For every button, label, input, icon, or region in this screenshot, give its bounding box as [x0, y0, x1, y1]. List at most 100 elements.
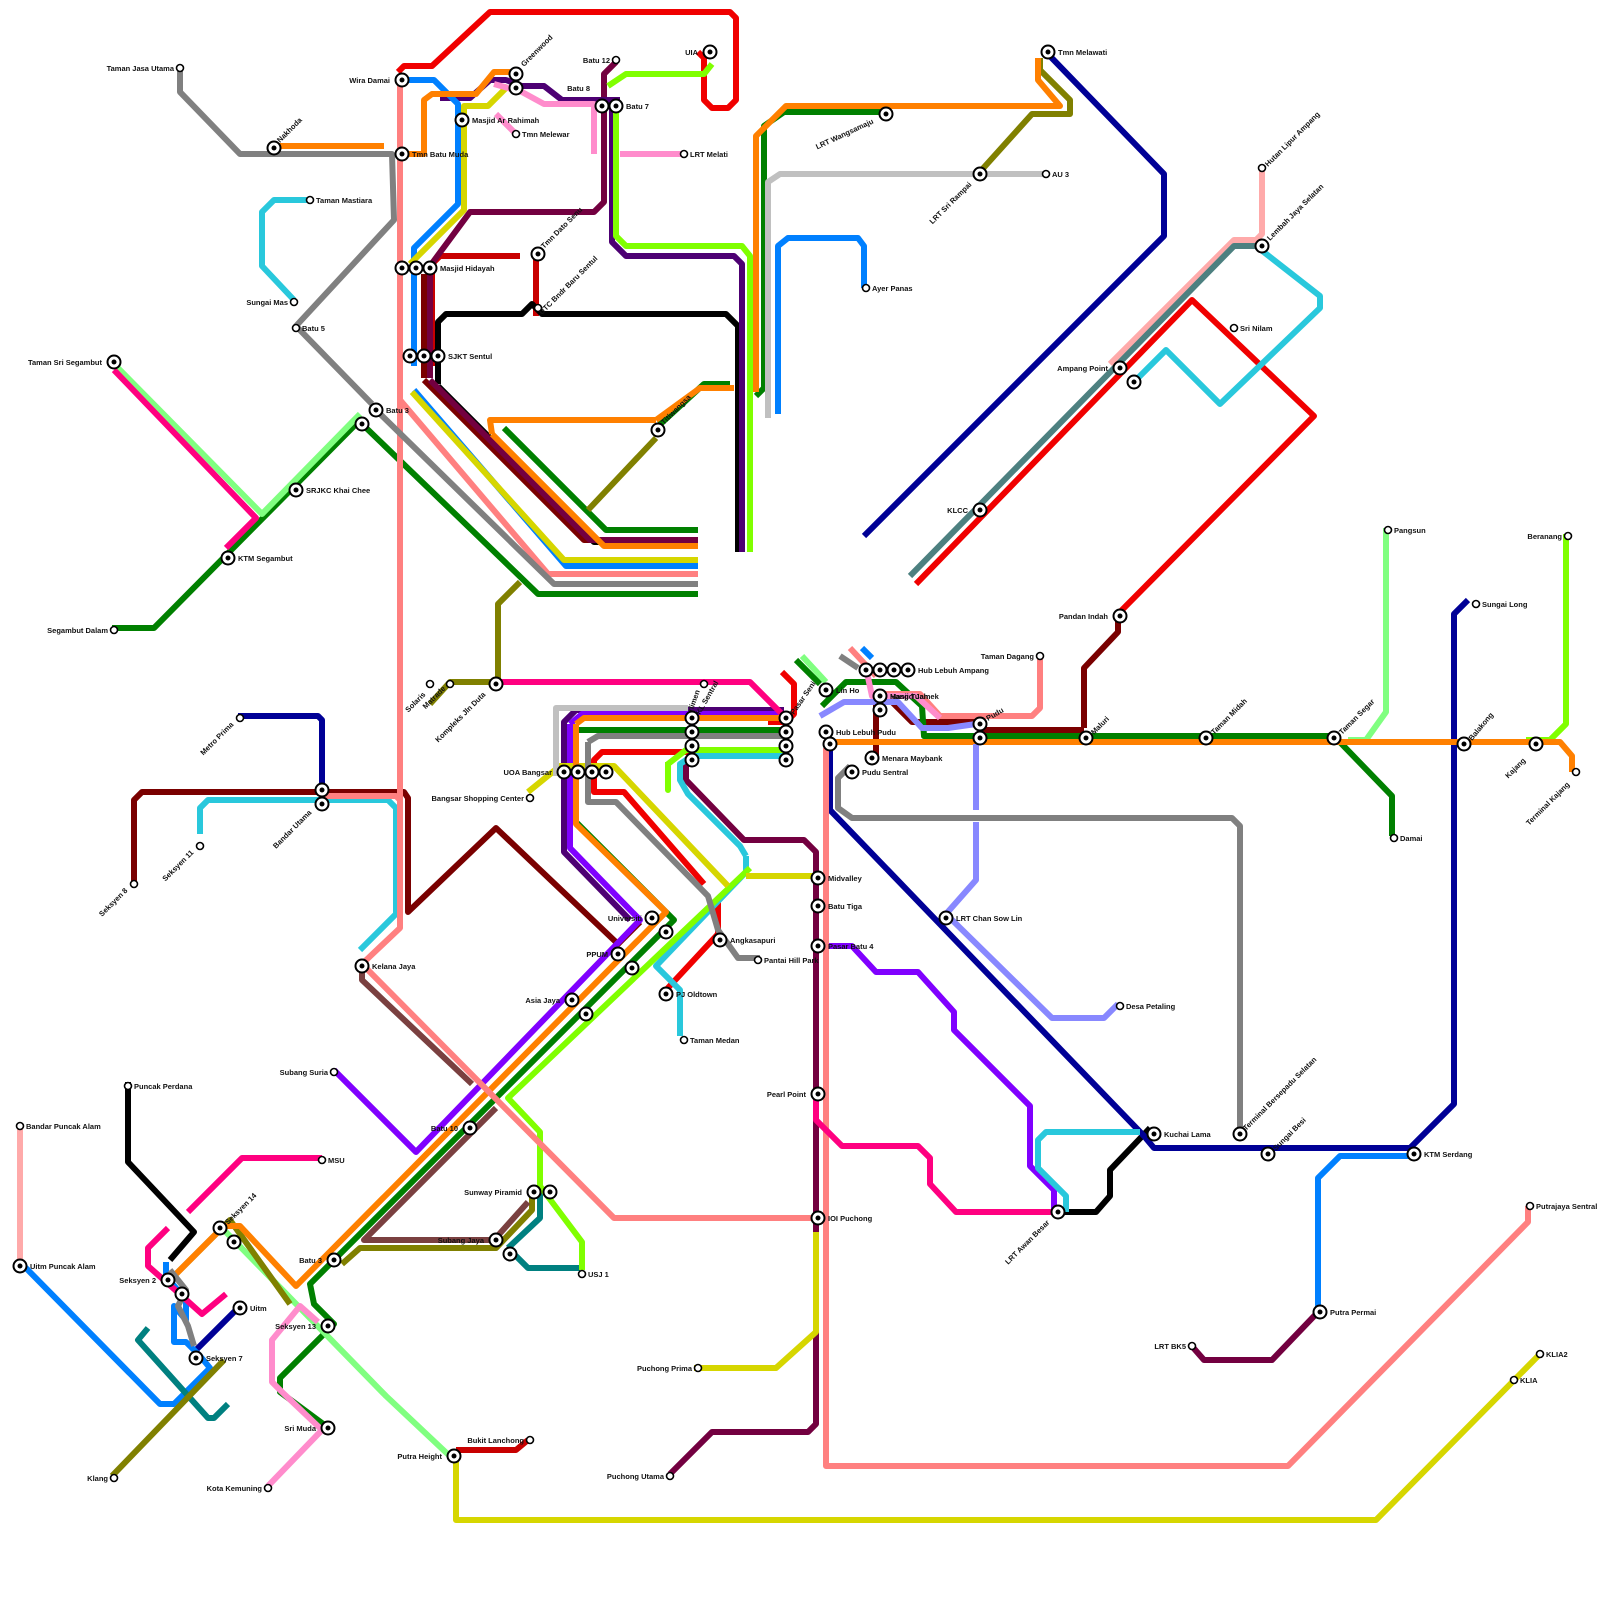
station-marker[interactable]: Ayer Panas — [863, 284, 913, 293]
terminus-marker[interactable] — [111, 1475, 118, 1482]
terminus-marker[interactable] — [307, 197, 314, 204]
station-marker[interactable]: Desa Petaling — [1117, 1002, 1176, 1011]
station-marker[interactable]: Batu 3 — [370, 404, 409, 417]
station-marker[interactable] — [544, 1186, 557, 1199]
station-marker[interactable]: Pasar Seni — [780, 680, 818, 725]
station-marker[interactable] — [780, 726, 793, 739]
terminus-marker[interactable] — [1385, 527, 1392, 534]
station-marker[interactable]: Uitm Puncak Alam — [14, 1260, 96, 1273]
station-marker[interactable]: KLIA — [1511, 1376, 1539, 1385]
station-marker[interactable]: Asia Jaya — [525, 994, 578, 1007]
terminus-marker[interactable] — [527, 795, 534, 802]
station-marker[interactable]: KTM Serdang — [1408, 1148, 1473, 1161]
station-marker[interactable]: IOI Puchong — [812, 1212, 873, 1225]
station-marker[interactable]: Bangsar Shopping Center — [431, 794, 533, 803]
station-marker[interactable] — [410, 262, 423, 275]
station-marker[interactable]: Damai — [1391, 834, 1423, 843]
station-marker[interactable]: Uitm — [234, 1302, 267, 1315]
terminus-marker[interactable] — [1573, 769, 1580, 776]
station-marker[interactable] — [418, 350, 431, 363]
station-marker[interactable]: Ampang Point — [1057, 362, 1126, 375]
terminus-marker[interactable] — [125, 1083, 132, 1090]
station-marker[interactable]: Midvalley — [812, 872, 863, 885]
station-marker[interactable]: Lin Ho — [820, 684, 860, 697]
station-marker[interactable]: Sri Nilam — [1231, 324, 1273, 333]
station-marker[interactable]: Segambut Dalam — [47, 626, 117, 635]
terminus-marker[interactable] — [681, 1037, 688, 1044]
station-marker[interactable]: Klang — [87, 1474, 117, 1483]
station-marker[interactable] — [860, 664, 873, 677]
station-marker[interactable]: Seksyen 11 — [160, 843, 203, 884]
terminus-marker[interactable] — [111, 627, 118, 634]
station-marker[interactable] — [600, 766, 613, 779]
terminus-marker[interactable] — [681, 151, 688, 158]
station-marker[interactable]: Pudu Sentral — [846, 766, 909, 779]
station-marker[interactable]: Greenwood — [510, 33, 555, 81]
terminus-marker[interactable] — [131, 881, 138, 888]
station-marker[interactable] — [1128, 376, 1141, 389]
terminus-marker[interactable] — [527, 1437, 534, 1444]
station-marker[interactable]: Taman Dagang — [981, 652, 1044, 661]
terminus-marker[interactable] — [1043, 171, 1050, 178]
terminus-marker[interactable] — [427, 681, 434, 688]
station-marker[interactable]: Hutan Lipur Ampang — [1259, 110, 1322, 172]
terminus-marker[interactable] — [1565, 533, 1572, 540]
station-marker[interactable]: Seksyen 7 — [190, 1352, 243, 1365]
station-marker[interactable]: Sungai Besi — [1262, 1116, 1308, 1161]
station-marker[interactable] — [586, 766, 599, 779]
terminus-marker[interactable] — [613, 57, 620, 64]
terminus-marker[interactable] — [1473, 601, 1480, 608]
station-marker[interactable]: Kelana Jaya — [356, 960, 417, 973]
station-marker[interactable]: Pangsun — [1385, 526, 1427, 535]
station-marker[interactable] — [686, 726, 699, 739]
station-marker[interactable]: LRT Melati — [681, 150, 728, 159]
station-marker[interactable] — [626, 962, 639, 975]
station-marker[interactable]: Batu 7 — [610, 100, 649, 113]
station-marker[interactable]: SJKT Sentul — [432, 350, 493, 363]
station-marker[interactable]: Putra Height — [397, 1450, 460, 1463]
station-marker[interactable]: KTM Segambut — [222, 552, 294, 565]
terminus-marker[interactable] — [513, 131, 520, 138]
station-marker[interactable]: Pearl Point — [767, 1088, 825, 1101]
terminus-marker[interactable] — [291, 299, 298, 306]
terminus-marker[interactable] — [1037, 653, 1044, 660]
station-marker[interactable] — [580, 1008, 593, 1021]
station-marker[interactable]: Bukit Lanchong — [467, 1436, 533, 1445]
station-marker[interactable]: Seksyen 2 — [119, 1274, 174, 1287]
station-marker[interactable]: Taman Jasa Utama — [107, 64, 184, 73]
station-marker[interactable]: Sunway Piramid — [464, 1186, 540, 1199]
station-marker[interactable]: MSU — [319, 1156, 345, 1165]
station-marker[interactable] — [660, 926, 673, 939]
station-marker[interactable]: Pantai Hill Park — [755, 956, 820, 965]
station-marker[interactable] — [824, 738, 837, 751]
station-marker[interactable]: KLCC — [947, 504, 986, 517]
station-marker[interactable]: Putrajaya Sentral — [1527, 1202, 1598, 1211]
terminus-marker[interactable] — [177, 65, 184, 72]
terminus-marker[interactable] — [667, 1473, 674, 1480]
station-marker[interactable] — [404, 350, 417, 363]
station-marker[interactable]: Terminal Kajang — [1524, 769, 1579, 828]
station-marker[interactable]: Hub Lebuh Ampang — [902, 664, 990, 677]
station-marker[interactable] — [780, 754, 793, 767]
station-marker[interactable]: Seksyen 8 — [97, 881, 137, 919]
station-marker[interactable]: Puchong Utama — [607, 1472, 674, 1481]
station-marker[interactable]: USJ 1 — [579, 1270, 609, 1279]
terminus-marker[interactable] — [1117, 1003, 1124, 1010]
station-marker[interactable]: Kota Kemuning — [207, 1484, 272, 1493]
station-marker[interactable]: Metro Prima — [198, 715, 243, 758]
station-marker[interactable] — [686, 754, 699, 767]
station-marker[interactable] — [316, 784, 329, 797]
station-marker[interactable]: Seksyen 13 — [275, 1320, 334, 1333]
station-marker[interactable]: Kuchai Lama — [1148, 1128, 1212, 1141]
station-marker[interactable] — [396, 262, 409, 275]
terminus-marker[interactable] — [1391, 835, 1398, 842]
terminus-marker[interactable] — [1189, 1343, 1196, 1350]
terminus-marker[interactable] — [319, 1157, 326, 1164]
station-marker[interactable]: Sri Muda — [284, 1422, 334, 1435]
terminus-marker[interactable] — [447, 681, 454, 688]
terminus-marker[interactable] — [293, 325, 300, 332]
station-marker[interactable]: UOA Bangsar — [504, 766, 571, 779]
station-marker[interactable]: Terminal Bersepadu Selatan — [1234, 1055, 1319, 1141]
station-marker[interactable]: Batu 5 — [293, 324, 325, 333]
station-marker[interactable]: LRT BK5 — [1154, 1342, 1195, 1351]
